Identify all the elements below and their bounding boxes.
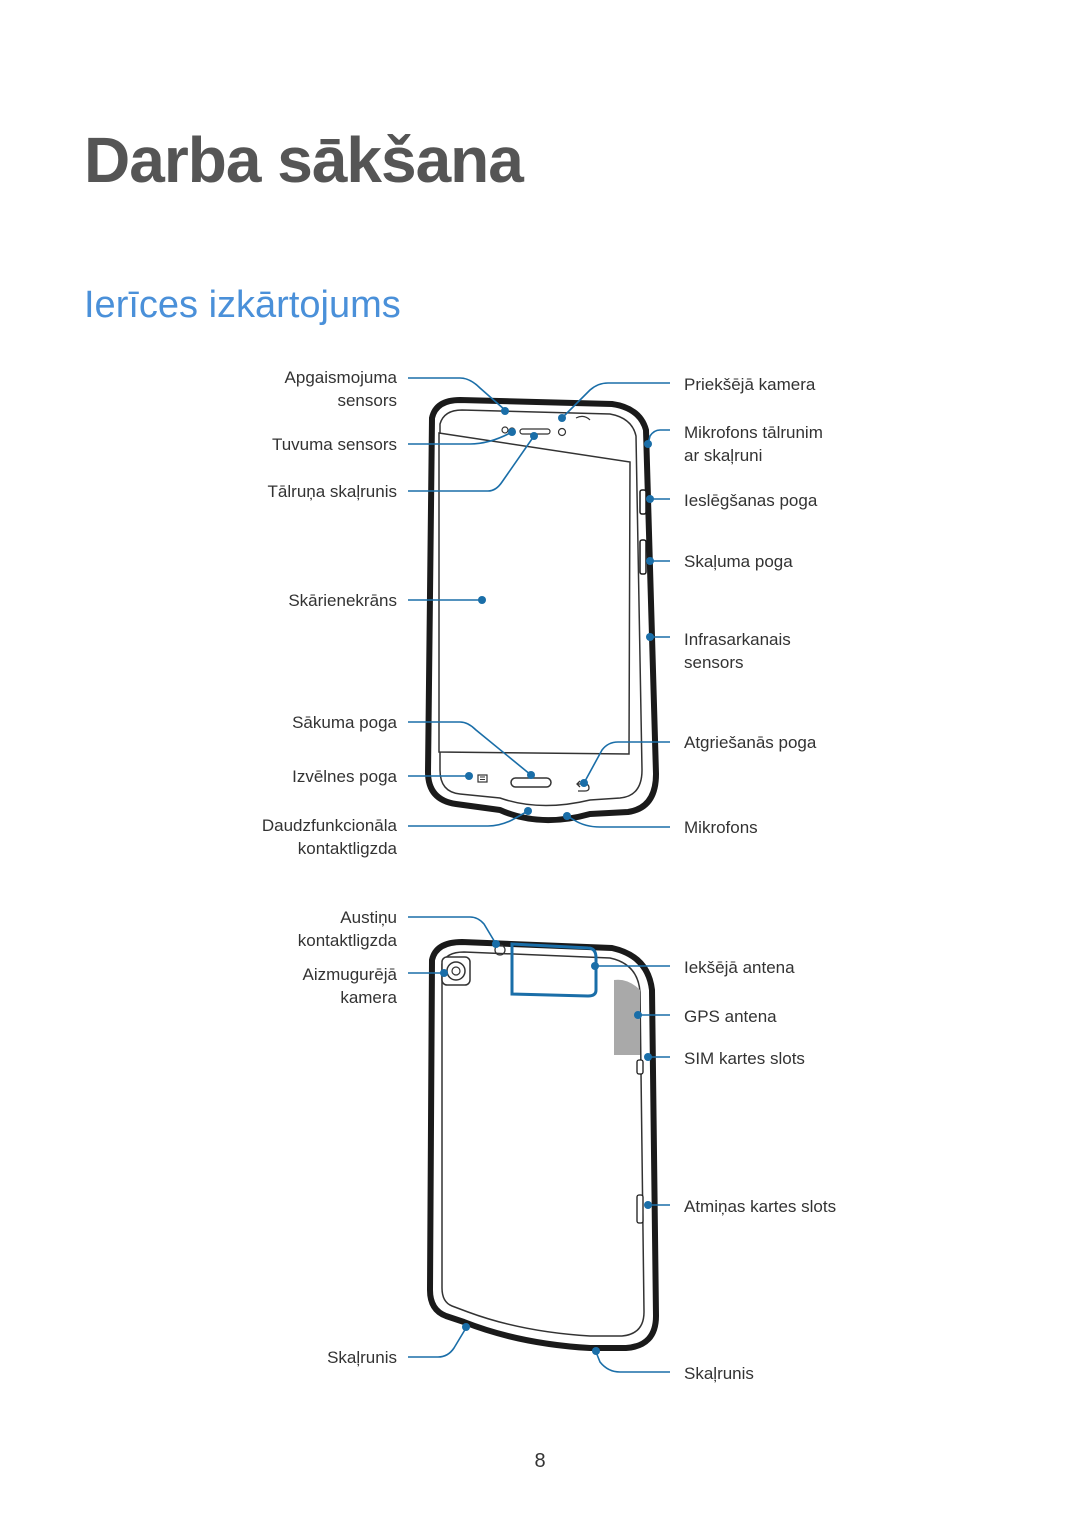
- label-touchscreen: Skārienekrāns: [288, 591, 397, 610]
- callout-lines: [408, 377, 670, 1373]
- label-volume-button: Skaļuma poga: [684, 552, 793, 571]
- back-device-illustration: [427, 939, 659, 1351]
- label-headset-jack: Austiņu kontaktligzda: [297, 908, 397, 950]
- label-light-sensor: Apgaismojuma sensors: [284, 368, 397, 410]
- label-menu-button: Izvēlnes poga: [292, 767, 397, 786]
- label-back-button: Atgriešanās poga: [684, 733, 817, 752]
- label-ir-sensor: Infrasarkanais sensors: [684, 630, 791, 672]
- label-front-camera: Priekšējā kamera: [684, 375, 816, 394]
- section-title: Ierīces izkārtojums: [84, 284, 401, 326]
- label-speakerphone-mic: Mikrofons tālrunim ar skaļruni: [684, 423, 823, 465]
- label-proximity-sensor: Tuvuma sensors: [271, 435, 397, 454]
- label-speaker-left: Skaļrunis: [327, 1348, 397, 1367]
- chapter-title: Darba sākšana: [84, 124, 524, 196]
- label-memory-slot: Atmiņas kartes slots: [684, 1197, 837, 1216]
- label-rear-camera: Aizmugurējā kamera: [302, 965, 398, 1007]
- label-internal-antenna: Iekšējā antena: [684, 958, 795, 977]
- label-home-button: Sākuma poga: [292, 713, 397, 732]
- callout-dots: [440, 407, 654, 1355]
- label-power-button: Ieslēgšanas poga: [684, 491, 818, 510]
- front-device-illustration: [425, 397, 659, 824]
- label-microphone: Mikrofons: [684, 818, 758, 837]
- label-multipurpose-jack: Daudzfunkcionāla kontaktligzda: [261, 816, 397, 858]
- label-speaker-right: Skaļrunis: [684, 1364, 754, 1383]
- menu-key-icon: [477, 774, 488, 783]
- label-gps-antenna: GPS antena: [684, 1007, 777, 1026]
- label-earpiece: Tālruņa skaļrunis: [267, 482, 397, 501]
- page-number: 8: [534, 1450, 546, 1472]
- label-sim-slot: SIM kartes slots: [684, 1049, 805, 1068]
